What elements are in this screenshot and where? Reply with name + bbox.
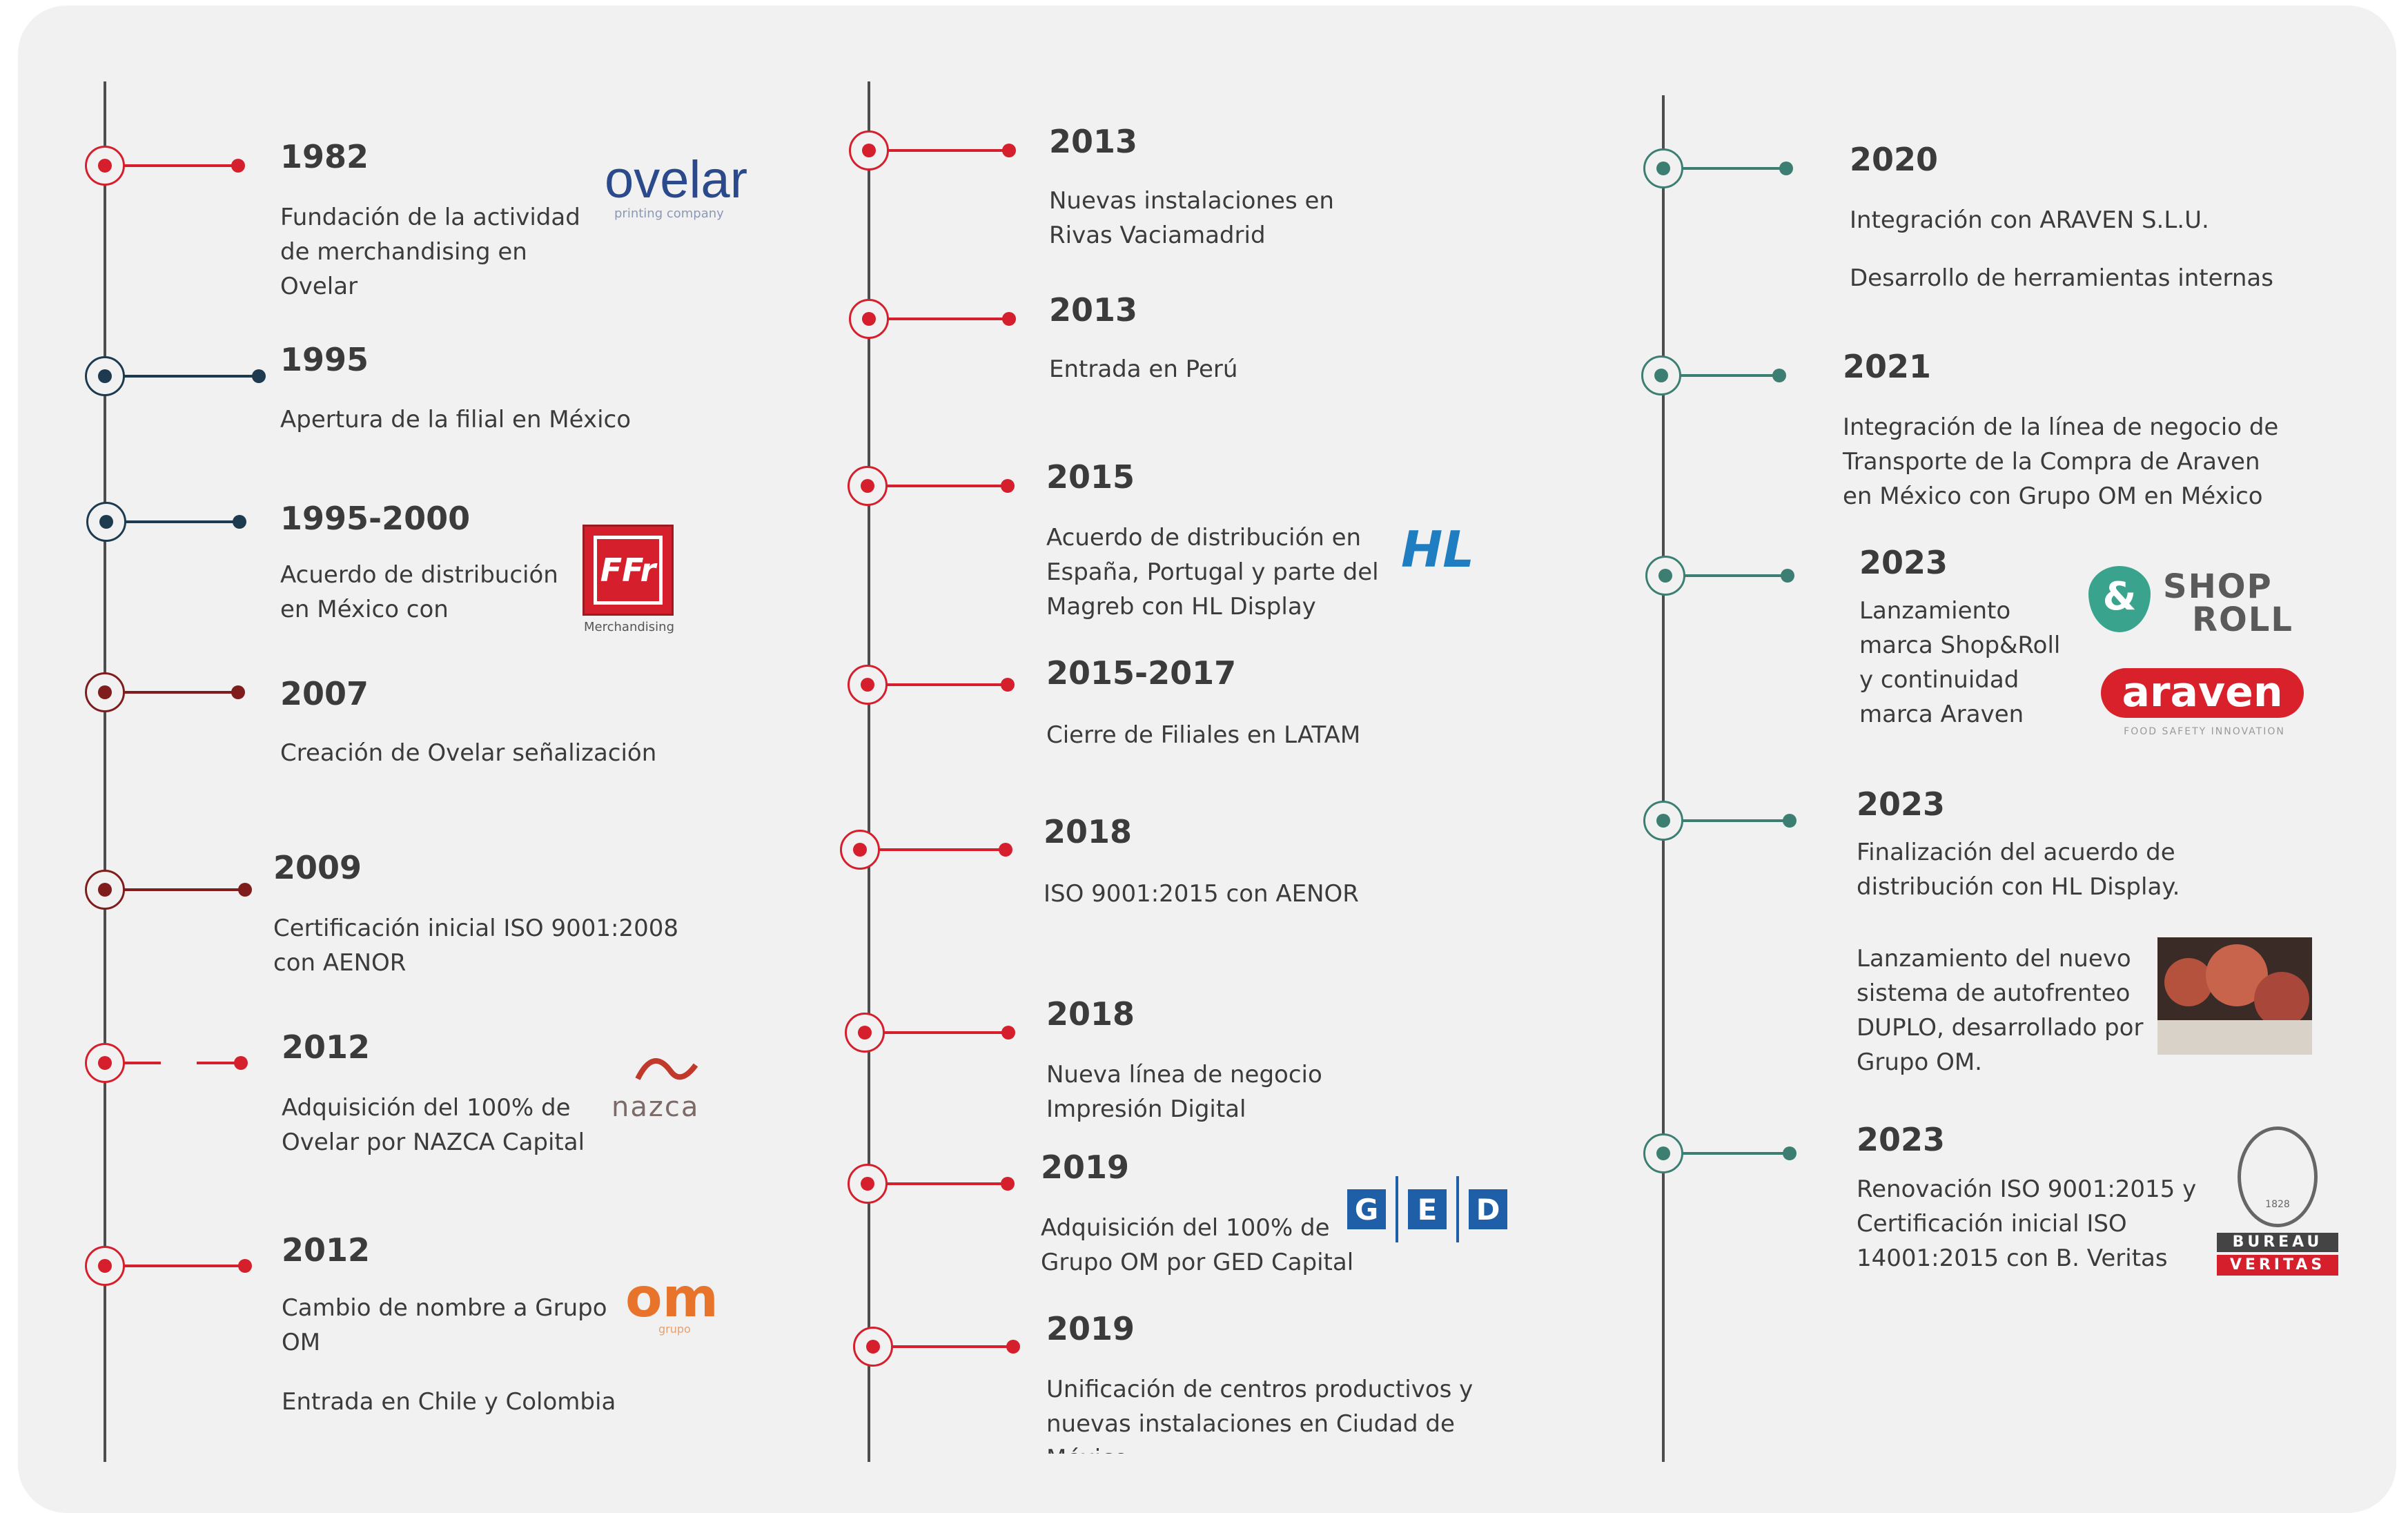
timeline-spine-left bbox=[104, 81, 106, 1462]
milestone-year: 1995-2000 bbox=[280, 500, 471, 537]
milestone-year: 2015-2017 bbox=[1046, 654, 1237, 692]
timeline-card: 1982 Fundación de la actividad de mercha… bbox=[18, 6, 2396, 1513]
milestone-description: Nueva línea de negocio Impresión Digital bbox=[1046, 1061, 1322, 1123]
milestone-year: 2013 bbox=[1049, 123, 1138, 160]
milestone-year: 2018 bbox=[1044, 813, 1133, 850]
milestone-year: 1995 bbox=[280, 341, 369, 378]
milestone-description: Certificación inicial ISO 9001:2008 con … bbox=[273, 915, 679, 977]
milestone-year: 2012 bbox=[282, 1231, 371, 1269]
milestone-description: Creación de Ovelar señalización bbox=[280, 739, 657, 767]
milestone-year: 2019 bbox=[1041, 1149, 1130, 1186]
milestone-description: Integración de la línea de negocio de Tr… bbox=[1843, 413, 2279, 510]
milestone-description: ISO 9001:2015 con AENOR bbox=[1044, 880, 1359, 908]
milestone-year: 2012 bbox=[282, 1028, 371, 1066]
milestone-year: 2019 bbox=[1046, 1310, 1135, 1347]
milestone-description: Acuerdo de distribución en México con bbox=[280, 561, 558, 623]
veritas-seal-icon: 1828 bbox=[2238, 1126, 2318, 1227]
milestone-description: Finalización del acuerdo de distribución… bbox=[1857, 839, 2180, 901]
milestone-description-secondary: Entrada en Chile y Colombia bbox=[282, 1388, 616, 1416]
ged-capital-logo: G E D bbox=[1347, 1175, 1527, 1244]
araven-logo: araven FOOD SAFETY INNOVATION bbox=[2101, 668, 2308, 744]
milestone-description: Fundación de la actividad de merchandisi… bbox=[280, 204, 580, 300]
milestone-year: 2013 bbox=[1049, 291, 1138, 329]
nazca-wave-icon bbox=[635, 1058, 698, 1080]
milestone-description: Entrada en Perú bbox=[1049, 355, 1238, 383]
timeline-spine-middle bbox=[868, 81, 870, 1462]
milestone-description: Adquisición del 100% de Grupo OM por GED… bbox=[1041, 1214, 1354, 1276]
milestone-description: Cambio de nombre a Grupo OM bbox=[282, 1294, 607, 1356]
milestone-description: Unificación de centros productivos y nue… bbox=[1046, 1376, 1474, 1454]
milestone-description-secondary: Desarrollo de herramientas internas bbox=[1850, 264, 2273, 292]
milestone-year: 1982 bbox=[280, 138, 369, 175]
milestone-year: 2009 bbox=[273, 849, 362, 886]
milestone-year: 2015 bbox=[1046, 458, 1135, 496]
nazca-logo: nazca bbox=[611, 1051, 722, 1134]
milestone-description: Cierre de Filiales en LATAM bbox=[1046, 721, 1361, 749]
ffr-merchandising-logo: FFr Merchandising bbox=[583, 525, 693, 649]
milestone-year: 2021 bbox=[1843, 348, 1932, 385]
milestone-year: 2018 bbox=[1046, 995, 1135, 1033]
milestone-description: Apertura de la filial en México bbox=[280, 406, 632, 433]
milestone-year: 2023 bbox=[1859, 544, 1948, 581]
milestone-description-secondary: Lanzamiento del nuevo sistema de autofre… bbox=[1857, 945, 2144, 1076]
shop-roll-logo: & SHOP ROLL bbox=[2088, 566, 2309, 642]
hl-display-logo: HL bbox=[1401, 520, 1475, 578]
milestone-description: Adquisición del 100% de Ovelar por NAZCA… bbox=[282, 1094, 585, 1156]
milestone-year: 2020 bbox=[1850, 141, 1939, 178]
milestone-description: Renovación ISO 9001:2015 y Certificación… bbox=[1857, 1175, 2197, 1272]
ovelar-logo: ovelar printing company bbox=[605, 150, 747, 222]
milestone-year: 2023 bbox=[1857, 1121, 1946, 1158]
om-grupo-logo: om grupo bbox=[625, 1267, 718, 1336]
milestone-description: Integración con ARAVEN S.L.U. bbox=[1850, 206, 2209, 234]
duplo-product-photo bbox=[2157, 937, 2312, 1055]
timeline-spine-right bbox=[1662, 95, 1665, 1462]
milestone-description: Nuevas instalaciones en Rivas Vaciamadri… bbox=[1049, 187, 1334, 249]
milestone-description: Acuerdo de distribución en España, Portu… bbox=[1046, 524, 1379, 621]
milestone-year: 2023 bbox=[1857, 785, 1946, 823]
milestone-year: 2007 bbox=[280, 675, 369, 712]
bureau-veritas-logo: 1828 BUREAU VERITAS bbox=[2217, 1126, 2338, 1278]
shop-roll-shield-icon: & bbox=[2088, 566, 2151, 632]
milestone-description: Lanzamiento marca Shop&Roll y continuida… bbox=[1859, 597, 2061, 728]
